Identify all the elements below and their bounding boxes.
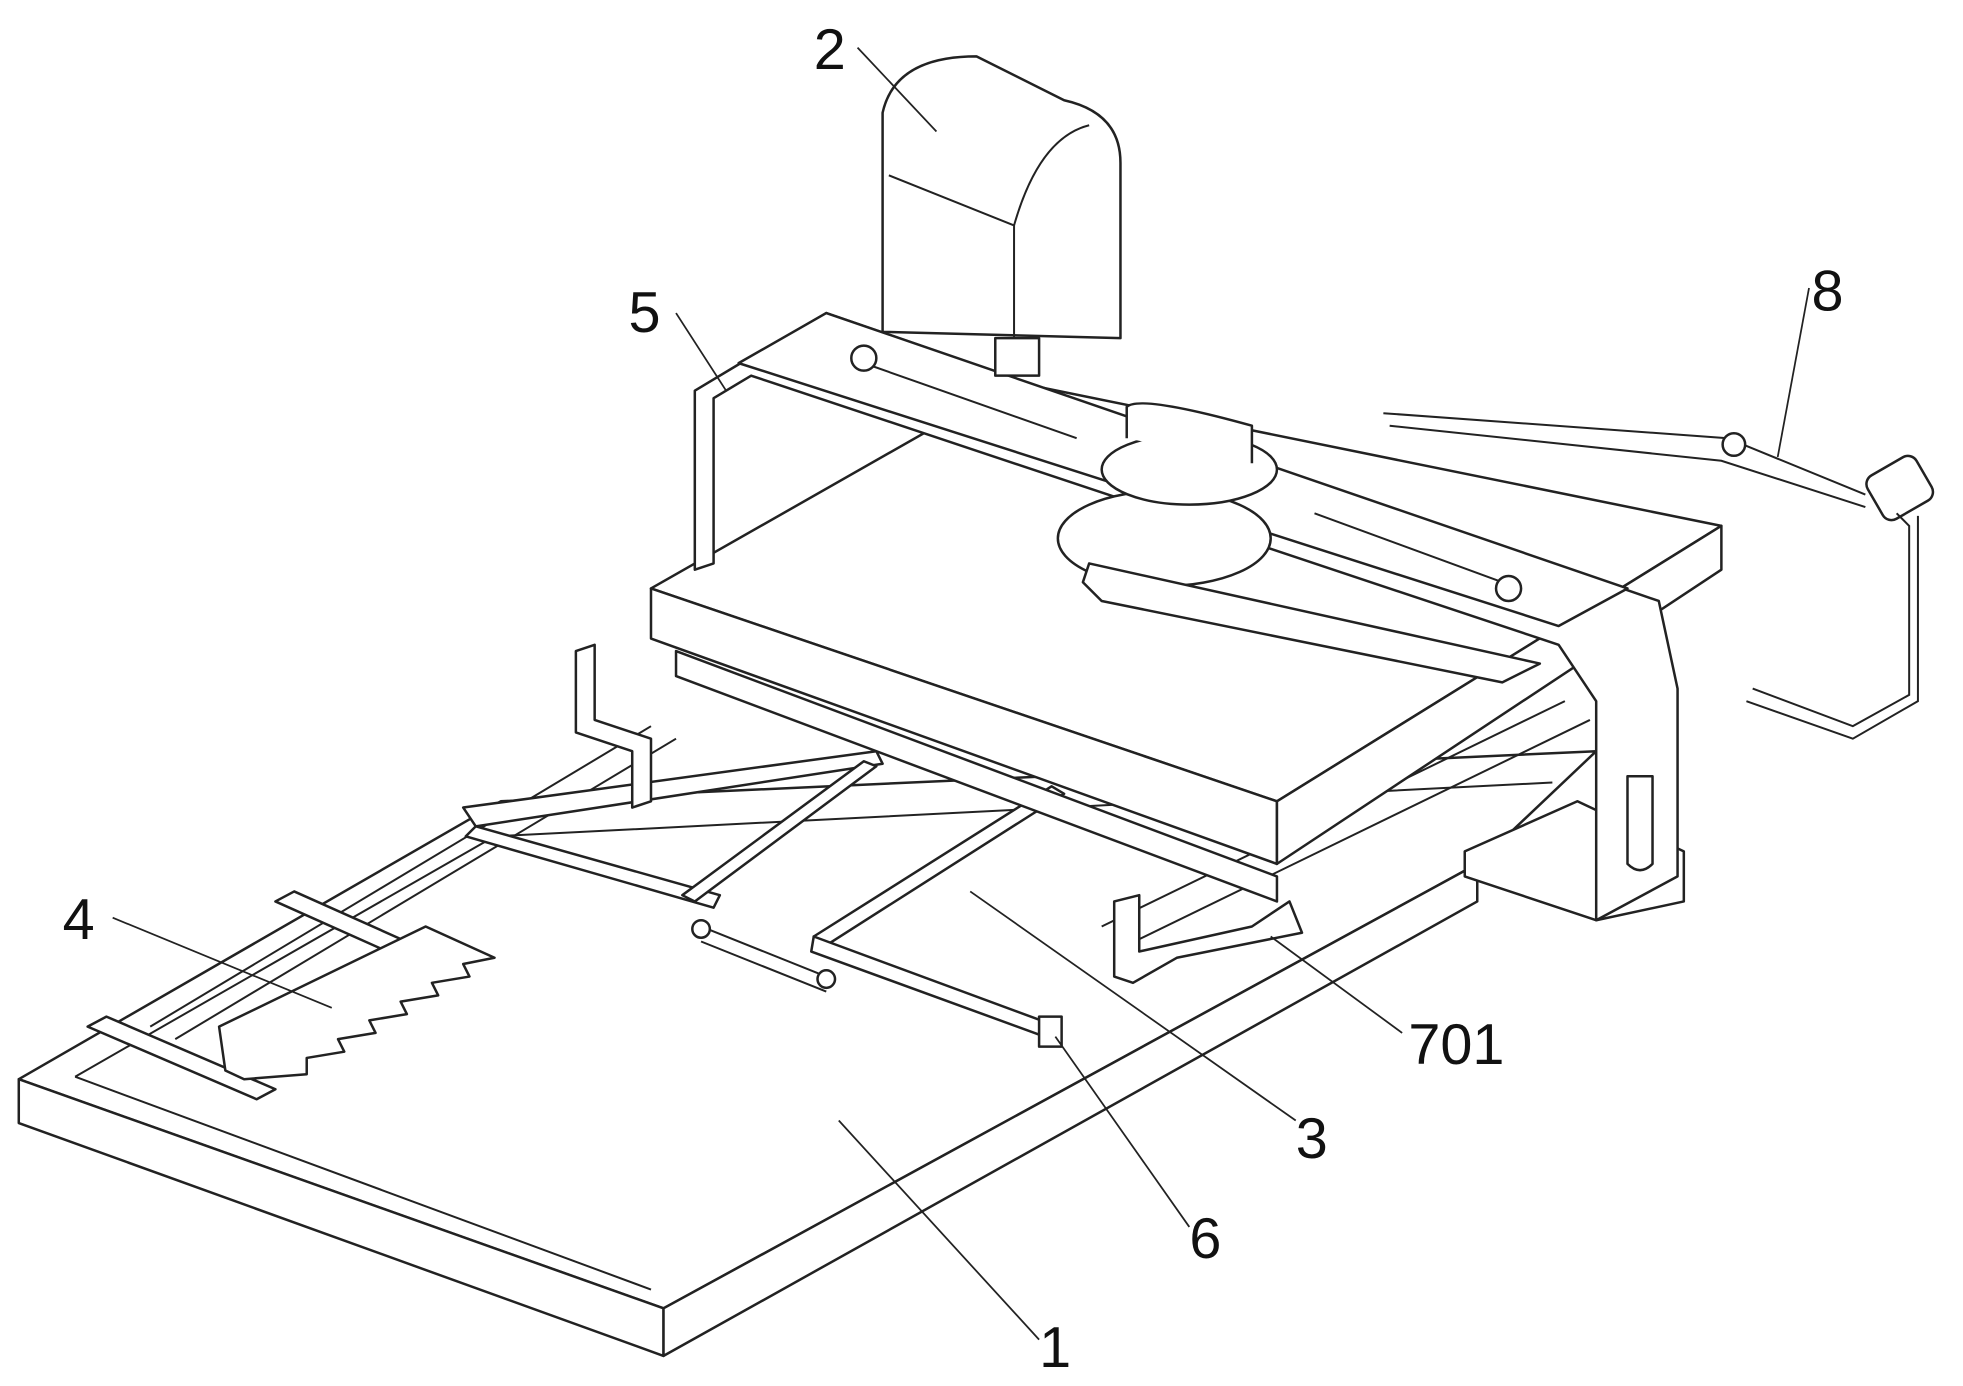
label-6: 6 — [1189, 1207, 1221, 1271]
label-2: 2 — [814, 18, 846, 82]
label-8: 8 — [1812, 260, 1844, 324]
motor — [883, 56, 1121, 375]
label-3: 3 — [1296, 1107, 1328, 1171]
label-5: 5 — [628, 281, 660, 345]
label-4: 4 — [63, 888, 95, 952]
label-1: 1 — [1039, 1316, 1071, 1380]
label-701: 701 — [1408, 1013, 1504, 1077]
